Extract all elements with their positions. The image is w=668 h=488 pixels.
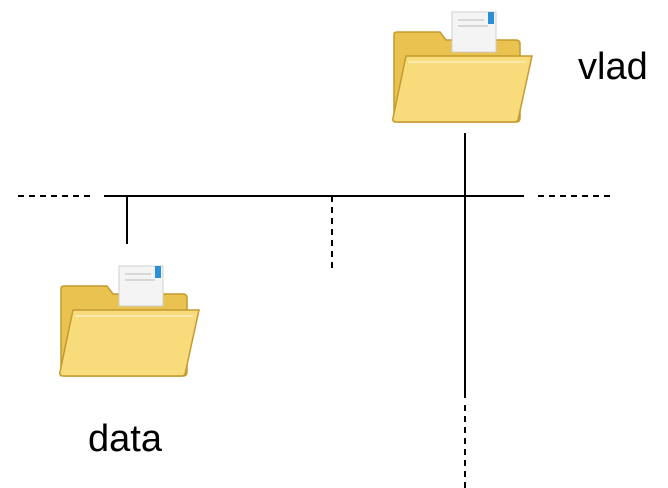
folder-data[interactable] <box>55 262 201 380</box>
folder-icon <box>392 11 533 123</box>
folder-icon <box>59 265 200 377</box>
folder-label-vlad: vlad <box>578 46 648 88</box>
folder-vlad[interactable] <box>388 8 534 126</box>
folder-label-data: data <box>88 418 162 460</box>
